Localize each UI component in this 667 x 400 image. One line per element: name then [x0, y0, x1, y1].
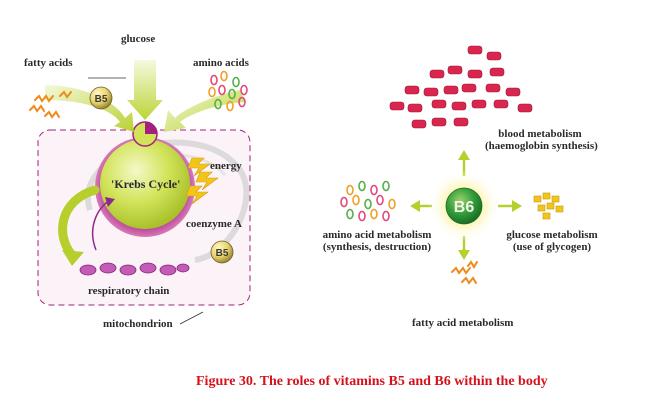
fatty-acids-label: fatty acids	[24, 57, 73, 69]
svg-text:B6: B6	[454, 199, 475, 216]
glucose-cubes	[533, 192, 564, 220]
glucose-arrow	[127, 60, 163, 120]
glucose-label: glucose	[121, 33, 156, 45]
glucose-metabolism-line2: (use of glycogen)	[512, 241, 592, 253]
svg-text:B5: B5	[216, 248, 229, 259]
amino-acid-beads	[208, 70, 248, 112]
glucose-metabolism-label: glucose metabolism (use of glycogen)	[503, 229, 601, 253]
respiratory-arrow-head	[62, 250, 84, 266]
b5-badge-bottom: B5	[210, 240, 234, 264]
entry-sphere-cut	[145, 122, 157, 134]
b6-arrows	[410, 150, 522, 260]
amino-metabolism-line1: amino acid metabolism	[322, 229, 432, 241]
mitochondrion-label: mitochondrion	[103, 318, 173, 330]
glucose-metabolism-line1: glucose metabolism	[506, 229, 598, 241]
blood-metabolism-line1: blood metabolism	[498, 128, 582, 140]
respiratory-chain-label: respiratory chain	[88, 285, 170, 297]
red-blood-cells	[389, 45, 533, 129]
energy-label: energy	[210, 160, 242, 172]
purple-arrow	[91, 199, 111, 251]
amino-metabolism-line2: (synthesis, destruction)	[322, 241, 432, 253]
figure-caption: Figure 30. The roles of vitamins B5 and …	[196, 374, 548, 389]
fatty-acid-squiggles-right	[451, 260, 478, 285]
respiratory-chain-blobs	[79, 262, 190, 276]
mitochondrion-diagram: B5 B5	[29, 60, 251, 325]
b6-diagram: B6	[340, 45, 564, 285]
amino-acids-arrow	[164, 90, 245, 132]
krebs-cycle-label: 'Krebs Cycle'	[111, 177, 181, 191]
mitochondrion-leader-line	[179, 311, 204, 325]
respiratory-arrow	[58, 185, 100, 260]
svg-text:B5: B5	[95, 94, 108, 105]
krebs-cycle-sphere	[100, 139, 190, 229]
energy-bolts	[185, 157, 219, 205]
coenzyme-a-label: coenzyme A	[186, 218, 242, 230]
amino-metabolism-label: amino acid metabolism (synthesis, destru…	[315, 229, 439, 253]
blood-metabolism-line2: (haemoglobin synthesis)	[485, 140, 598, 152]
fatty-acid-metabolism-label: fatty acid metabolism	[412, 317, 514, 329]
purple-arrow-head	[105, 197, 115, 207]
amino-acid-beads-right	[340, 180, 396, 222]
fatty-acid-squiggles	[29, 90, 72, 119]
b6-badge: B6	[445, 187, 483, 225]
fatty-acids-arrow	[45, 85, 134, 132]
amino-acids-label: amino acids	[193, 57, 249, 69]
b5-badge-top: B5	[89, 86, 113, 110]
blood-metabolism-label: blood metabolism (haemoglobin synthesis)	[485, 128, 598, 152]
